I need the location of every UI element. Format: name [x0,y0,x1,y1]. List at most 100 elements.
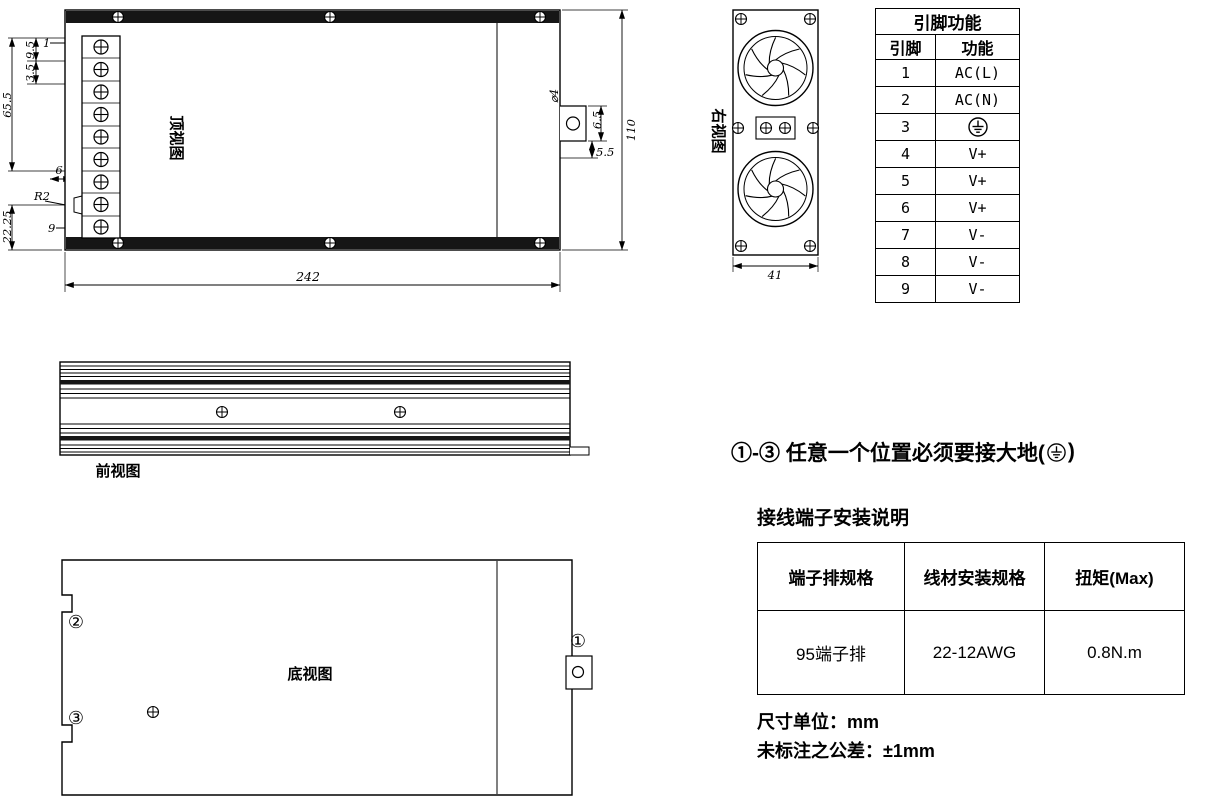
terminal-screw-icon [93,106,109,123]
terminal-header-row: 端子排规格 线材安装规格 扭矩(Max) [757,542,1185,611]
screw-icon [803,239,817,253]
wire-spec-value: 22-12AWG [904,610,1045,695]
pin-table-title-row: 引脚功能 [875,8,1020,35]
pin-header: 引脚 [875,34,936,60]
bottom-view-label: 底视图 [287,665,332,683]
dim-6: 6 [55,163,62,177]
dim-r2: R2 [33,189,50,203]
pin-number: 5 [875,167,936,195]
right-view: 右视图 41 [710,9,820,282]
dim-hole: ⌀4 [547,89,561,103]
pin-function: V- [935,248,1020,276]
top-view: 顶视图 1 9 9.5 3.5 65.5 22.25 6 R2 242 110 … [0,9,638,292]
terminal-screw-icon [93,151,109,168]
terminal-install-title: 接线端子安装说明 [757,508,910,529]
torque-header: 扭矩(Max) [1044,542,1185,611]
screw-icon [806,121,820,135]
pin1-label: 1 [43,36,50,50]
earth-ground-icon [1047,442,1066,462]
dim-242: 242 [295,269,320,284]
screw-icon [803,12,817,26]
pin-function: AC(N) [935,86,1020,114]
ground-note-text: ①-③ 任意一个位置必须要接大地( [731,442,1045,465]
pin-row: 5 V+ [875,167,1020,195]
tolerance-note: 未标注之公差：±1mm [757,740,935,761]
unit-note: 尺寸单位：mm [757,712,880,732]
pin-function: V+ [935,194,1020,222]
pin-number: 2 [875,86,936,114]
bottom-view: ② ③ ① 底视图 [61,559,593,796]
front-view-body [59,361,590,456]
pin-table-title: 引脚功能 [875,8,1020,35]
screw-icon [533,10,547,24]
front-view: 前视图 [59,361,590,480]
screw-icon [111,236,125,250]
terminal-screw-icon [93,196,109,213]
right-view-label: 右视图 [710,108,728,153]
pin-function-table: 引脚功能 引脚 功能 1 AC(L) 2 AC(N) 3 4 V+ 5 V+ 6… [875,8,1020,303]
torque-value: 0.8N.m [1044,610,1185,695]
terminal-spec-value: 95端子排 [757,610,905,695]
drawing-footnotes: 尺寸单位：mm 未标注之公差：±1mm [757,708,935,766]
screw-icon [393,405,407,419]
pin-number: 8 [875,248,936,276]
ground-requirement-note: ①-③ 任意一个位置必须要接大地( ) [731,437,1075,467]
bottom-view-outline [61,559,573,796]
terminal-screws [93,39,109,235]
dim-6-5: 6.5 [590,111,604,129]
pin-row: 2 AC(N) [875,86,1020,114]
screw-icon [533,236,547,250]
bottom-stud-tab [565,655,593,690]
terminal-screw-icon [93,219,109,235]
terminal-screw-icon [93,39,109,55]
terminal-block [73,35,121,239]
pin-row: 3 [875,113,1020,141]
pin-row: 9 V- [875,275,1020,303]
pin-function: AC(L) [935,59,1020,87]
screw-icon [731,121,745,135]
top-view-body [64,9,587,251]
pin-row: 1 AC(L) [875,59,1020,87]
terminal-screw-icon [93,61,109,78]
top-view-texts: 顶视图 1 9 9.5 3.5 65.5 22.25 6 R2 242 110 … [0,36,638,284]
pin-number: 1 [875,59,936,87]
pin-number: 7 [875,221,936,249]
pin-row: 6 V+ [875,194,1020,222]
dim-41: 41 [767,268,783,282]
terminal-screw-icon [93,129,109,145]
terminal-data-row: 95端子排 22-12AWG 0.8N.m [757,610,1185,695]
screw-icon [778,121,792,135]
marker-1: ① [570,631,586,651]
pin-number: 9 [875,275,936,303]
dim-5-5: 5.5 [596,145,614,159]
screw-icon [759,121,773,135]
pin-row: 8 V- [875,248,1020,276]
pin-function: V+ [935,167,1020,195]
terminal-screw-icon [93,174,109,190]
screw-icon [111,10,125,24]
screw-icon [146,705,160,719]
terminal-install-table: 端子排规格 线材安装规格 扭矩(Max) 95端子排 22-12AWG 0.8N… [757,542,1185,695]
dim-65-5: 65.5 [0,92,14,118]
marker-2: ② [68,612,84,632]
wire-spec-header: 线材安装规格 [904,542,1045,611]
earth-ground-icon [967,117,988,137]
dim-22-25: 22.25 [0,211,14,245]
pin-function-earth [935,113,1020,141]
front-view-label: 前视图 [95,462,140,480]
screw-icon [215,405,229,419]
terminal-screw-icon [93,84,109,100]
ground-note-close: ) [1067,440,1075,463]
pin-row: 4 V+ [875,140,1020,168]
dim-110: 110 [624,119,638,141]
screw-icon [323,10,337,24]
dim-9-5: 9.5 [23,41,37,59]
pin-number: 3 [875,113,936,141]
function-header: 功能 [935,34,1020,60]
pin-function: V- [935,221,1020,249]
heatsink-fins [60,365,570,453]
pin-row: 7 V- [875,221,1020,249]
dim-3-5: 3.5 [23,64,37,82]
pin-table-header-row: 引脚 功能 [875,34,1020,60]
pin9-label: 9 [48,221,55,235]
